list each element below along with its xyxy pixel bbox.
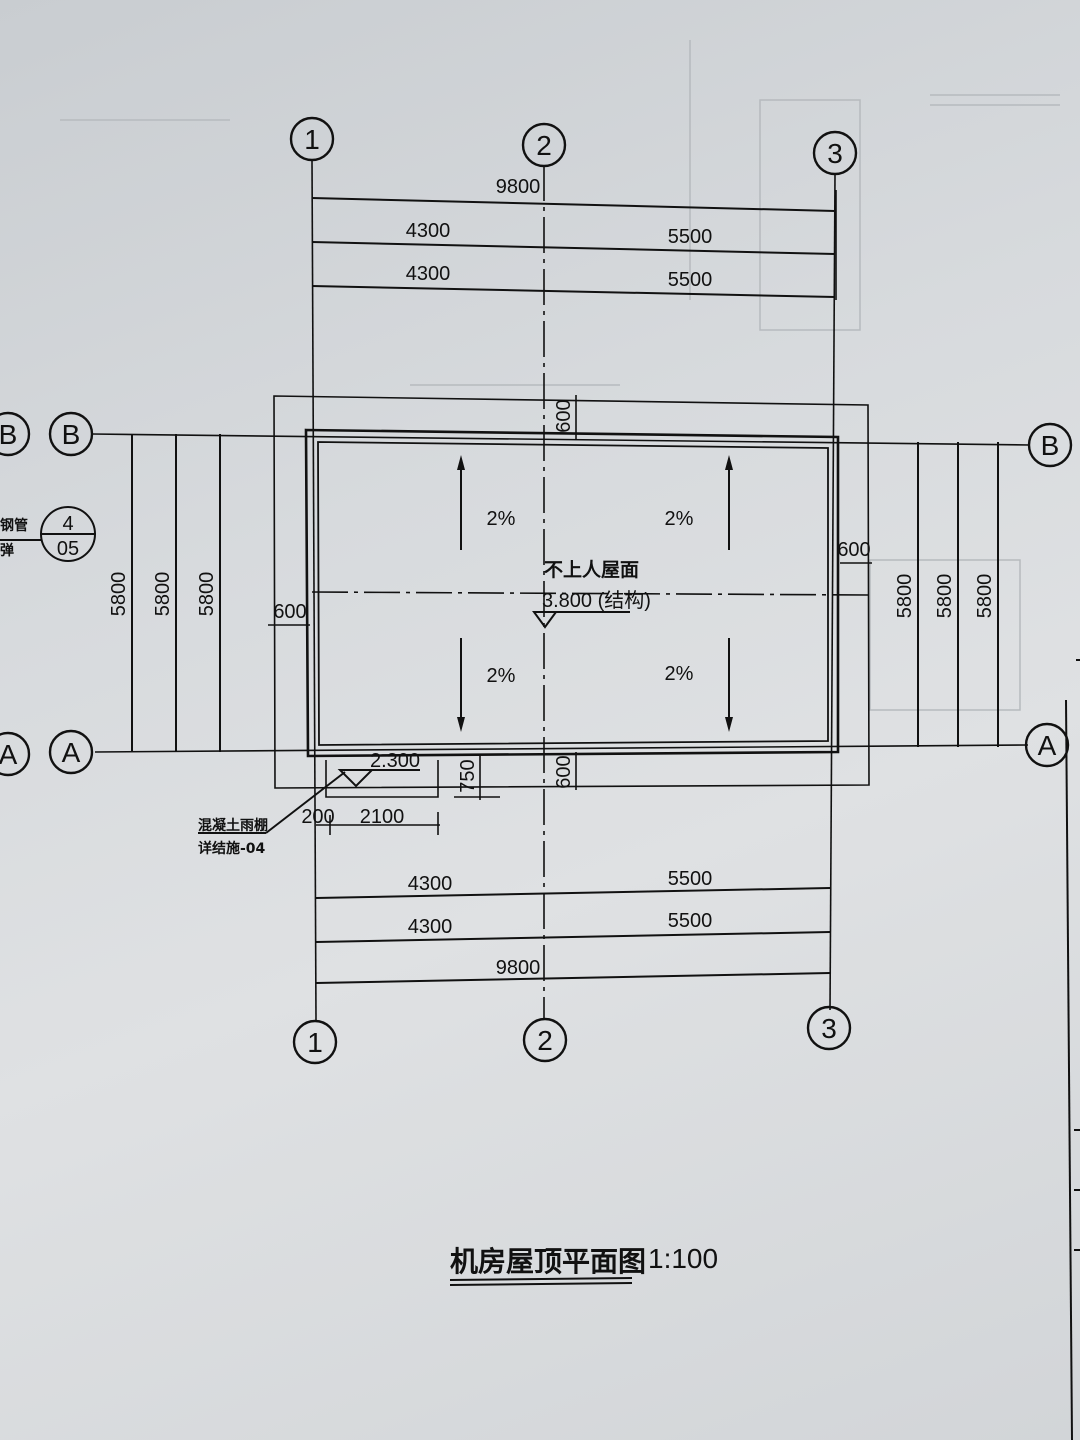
dim-left-2: 5800 [152, 572, 174, 617]
axis-label-top-2: 2 [536, 130, 552, 161]
dim-top-row2-left: 4300 [406, 263, 451, 285]
canopy-note-line2: 详结施-04 [198, 840, 266, 857]
axis-label-top-3: 3 [827, 138, 843, 169]
dim-bottom-row1-left: 4300 [408, 873, 453, 895]
axis-bubble-top-2 [521, 122, 567, 168]
scale-text: 1:100 [648, 1243, 718, 1274]
slope-bottom-left: 2% [487, 665, 516, 687]
dim-overhang-top: 600 [553, 399, 575, 432]
axis-bubble-top-1 [289, 116, 335, 162]
axis-label-left-A: A [62, 737, 81, 768]
dim-canopy-offset: 200 [301, 806, 334, 828]
dim-overhang-right: 600 [837, 539, 870, 561]
axis-bubbles [0, 116, 1073, 1065]
dim-bottom-row2-right: 5500 [668, 910, 713, 932]
dim-right-1: 5800 [894, 574, 916, 619]
dim-bottom-total: 9800 [496, 957, 541, 979]
roof-overhang-outline [273, 395, 870, 789]
title-block-border [1065, 659, 1080, 1440]
axis-bubble-left-A [48, 729, 94, 775]
dim-top-total: 9800 [496, 176, 541, 198]
dim-bottom-row1-right: 5500 [668, 868, 713, 890]
canopy-elevation-mark [337, 769, 420, 788]
roof-elevation-mark [532, 611, 630, 629]
overhang-ticks [268, 395, 872, 790]
detail-reference-texts: 4 05 详钢管 压弹 [0, 513, 79, 560]
dim-left-3: 5800 [196, 572, 218, 617]
axis-label-right-B: B [1041, 430, 1060, 461]
detail-reference [0, 506, 96, 562]
dim-right-3: 5800 [974, 574, 996, 619]
right-dimension-texts: 5800 5800 5800 [894, 574, 996, 619]
axis-label-left-partial-B: B [0, 419, 17, 450]
axis-bubble-left-partial-B [0, 411, 31, 457]
canopy-annotation: 2.300 混凝土雨棚 详结施-04 [198, 750, 420, 857]
axis-label-left-partial-A: A [0, 739, 18, 770]
axis-label-right-A: A [1038, 730, 1057, 761]
grid-lines-vertical [311, 159, 836, 1021]
axis-label-bottom-2: 2 [537, 1025, 553, 1056]
dim-left-1: 5800 [108, 572, 130, 617]
grid-lines-horizontal [91, 433, 1031, 753]
canopy-outline [325, 755, 500, 800]
axis-label-top-1: 1 [304, 124, 320, 155]
left-dimension-lines [131, 434, 221, 752]
axis-label-bottom-1: 1 [307, 1027, 323, 1058]
canopy-leader [198, 771, 346, 834]
bottom-dimension-texts: 4300 5500 4300 5500 9800 200 2100 [301, 806, 712, 979]
top-dimension-texts: 9800 4300 5500 4300 5500 [406, 176, 713, 291]
detail-ref-bottom: 05 [57, 538, 79, 560]
canopy-elevation: 2.300 [370, 750, 420, 772]
axis-bubble-right-A [1024, 722, 1070, 768]
canopy-note-line1: 混凝土雨棚 [198, 817, 268, 834]
parapet-outline [304, 428, 840, 758]
right-dimension-lines [917, 442, 999, 747]
roof-label: 不上人屋面 [544, 559, 639, 581]
axis-bubble-left-partial-A [0, 731, 31, 777]
axis-bubble-bottom-1 [292, 1019, 338, 1065]
dim-top-row1-left: 4300 [406, 220, 451, 242]
dim-bottom-row2-left: 4300 [408, 916, 453, 938]
dim-right-2: 5800 [934, 574, 956, 619]
background-ghost-lines [60, 40, 1060, 711]
roof-elevation: 3.800 (结构) [542, 589, 651, 612]
slope-top-left: 2% [487, 508, 516, 530]
detail-note-line1: 详钢管 [0, 517, 28, 534]
slope-texts: 2% 2% 2% 2% [487, 508, 694, 687]
bottom-dimension-lines [315, 812, 831, 984]
axis-bubble-top-3 [812, 130, 858, 176]
slope-bottom-right: 2% [665, 663, 694, 685]
axis-bubble-bottom-3 [806, 1005, 852, 1051]
axis-label-bottom-3: 3 [821, 1013, 837, 1044]
dim-canopy-width: 2100 [360, 806, 405, 828]
axis-labels: 1 2 3 1 2 3 B A B A B A [0, 124, 1059, 1058]
dim-overhang-bottom: 600 [553, 755, 575, 788]
title-text: 机房屋顶平面图 [450, 1245, 646, 1278]
dim-overhang-left: 600 [273, 601, 306, 623]
overhang-texts: 600 600 600 600 750 [273, 399, 870, 792]
roof-annotation: 不上人屋面 3.800 (结构) [542, 559, 651, 612]
axis-bubble-bottom-2 [522, 1017, 568, 1063]
axis-label-left-B: B [62, 419, 81, 450]
dim-top-row1-right: 5500 [668, 226, 713, 248]
axis-bubble-left-B [48, 411, 94, 457]
detail-ref-top: 4 [62, 513, 73, 535]
drawing-title: 机房屋顶平面图 1:100 [449, 1243, 718, 1286]
slope-arrows [457, 455, 733, 732]
top-dimension-lines [311, 190, 837, 300]
detail-note-line2: 压弹 [0, 542, 14, 559]
dim-canopy-depth: 750 [457, 759, 479, 792]
slope-top-right: 2% [665, 508, 694, 530]
left-dimension-texts: 5800 5800 5800 [108, 572, 218, 617]
dim-top-row2-right: 5500 [668, 269, 713, 291]
axis-bubble-right-B [1027, 422, 1073, 468]
